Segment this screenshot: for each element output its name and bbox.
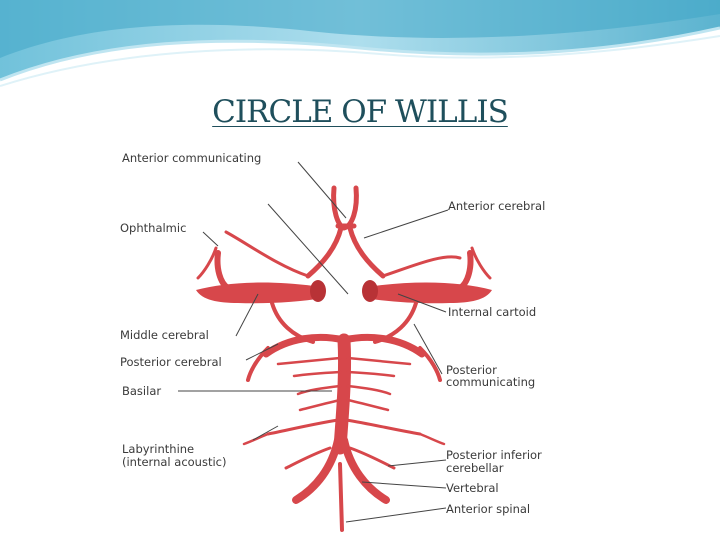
label-posterior-communicating: Posterior — [446, 363, 497, 377]
label-posterior-communicating-sub: communicating — [446, 375, 535, 389]
circle-of-willis-diagram: Anterior communicating Ophthalmic Middle… — [120, 151, 545, 532]
label-posterior-cerebral: Posterior cerebral — [120, 355, 222, 369]
label-internal-carotid: Internal cartoid — [448, 305, 536, 319]
label-ophthalmic: Ophthalmic — [120, 221, 186, 235]
leader-lines — [178, 161, 449, 523]
label-posterior-inferior-cerebellar-sub: cerebellar — [446, 461, 504, 475]
label-basilar: Basilar — [122, 384, 161, 398]
label-anterior-communicating: Anterior communicating — [122, 151, 261, 165]
slide-title: CIRCLE OF WILLIS — [0, 94, 720, 130]
label-posterior-inferior-cerebellar: Posterior inferior — [446, 448, 542, 462]
label-labyrinthine-sub: (internal acoustic) — [122, 455, 226, 469]
label-vertebral: Vertebral — [446, 481, 499, 495]
label-anterior-cerebral: Anterior cerebral — [448, 199, 545, 213]
artery-drawing — [196, 185, 492, 532]
label-middle-cerebral: Middle cerebral — [120, 328, 209, 342]
label-anterior-spinal: Anterior spinal — [446, 502, 530, 516]
label-labyrinthine: Labyrinthine — [122, 442, 194, 456]
slide-title-text: CIRCLE OF WILLIS — [212, 94, 509, 130]
header-wave-decoration — [0, 0, 720, 87]
